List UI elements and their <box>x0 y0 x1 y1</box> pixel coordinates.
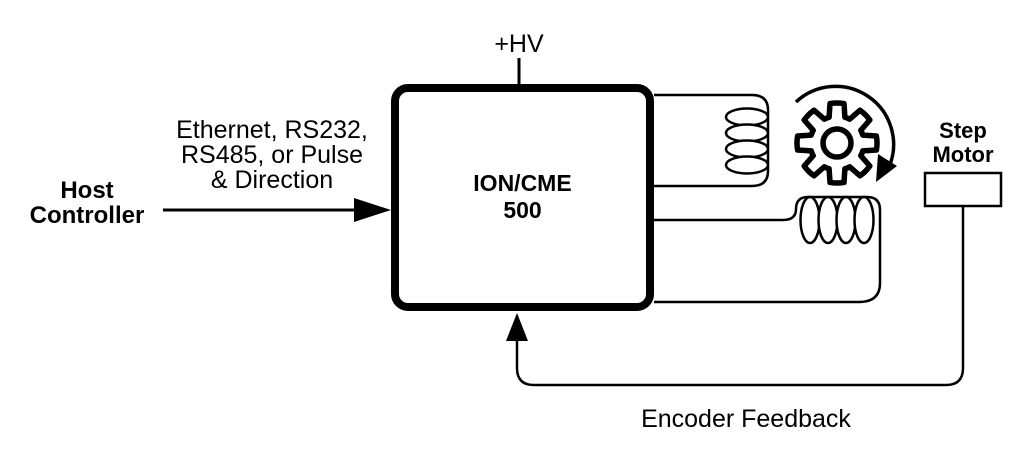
hv-power-label: +HV <box>494 30 544 58</box>
encoder-feedback-label: Encoder Feedback <box>641 405 851 433</box>
host-controller-label: Host Controller <box>12 178 162 228</box>
interface-options-line2: RS485, or Pulse <box>180 141 364 169</box>
motor-winding-b-icon <box>654 195 882 304</box>
encoder-feedback-path <box>506 206 965 387</box>
interface-options-label: Ethernet, RS232, RS485, or Pulse & Direc… <box>157 118 387 193</box>
step-motor-label: Step Motor <box>913 119 1013 167</box>
step-motor-box <box>923 171 1003 208</box>
ion-cme-label-line2: 500 <box>503 197 542 223</box>
ion-cme-label-line1: ION/CME <box>473 170 572 196</box>
step-motor-label-line2: Motor <box>932 142 994 167</box>
motor-winding-a-icon <box>654 93 770 188</box>
ion-cme-label: ION/CME 500 <box>395 170 650 224</box>
ion-cme-box <box>391 84 654 311</box>
step-motor-label-line1: Step <box>939 118 987 143</box>
host-arrow-icon <box>163 198 391 222</box>
feedback-arrowhead-icon <box>506 313 528 341</box>
rotation-arrow-icon <box>794 84 897 182</box>
host-controller-label-line2: Controller <box>29 202 145 229</box>
interface-options-line3: & Direction <box>210 166 334 194</box>
gear-icon <box>794 100 880 186</box>
interface-options-line1: Ethernet, RS232, <box>176 116 368 144</box>
host-controller-label-line1: Host <box>60 177 114 204</box>
